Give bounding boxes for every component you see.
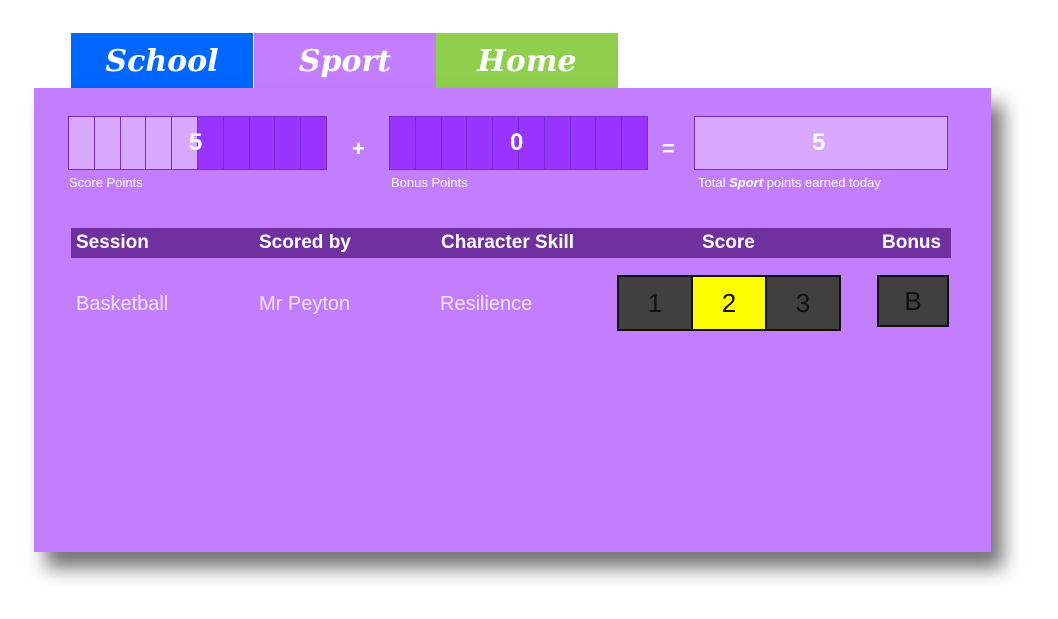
total-caption-suffix: points earned today — [763, 175, 881, 190]
score-points-cell — [197, 117, 224, 169]
bonus-points-cell — [493, 117, 519, 169]
table-header: Session Scored by Character Skill Score … — [71, 228, 951, 258]
plus-sign: + — [352, 136, 365, 161]
row-session: Basketball — [76, 293, 169, 315]
bonus-points-cell — [544, 117, 571, 169]
header-bonus: Bonus — [882, 232, 942, 253]
bonus-points-cell — [441, 117, 468, 169]
score-points-cell — [223, 117, 250, 169]
bonus-points-cell — [467, 117, 494, 169]
bonus-points-cell — [390, 117, 416, 169]
bonus-points-cell — [622, 117, 647, 169]
score-points-cell — [275, 117, 302, 169]
equals-sign: = — [662, 136, 675, 161]
score-points-bar: 5 — [68, 116, 327, 170]
score-points-cell — [146, 117, 173, 169]
header-scored-by: Scored by — [259, 232, 351, 253]
score-button-3[interactable]: 3 — [767, 277, 839, 329]
score-points-cell — [249, 117, 276, 169]
bonus-points-bar: 0 — [389, 116, 648, 170]
total-caption-emphasis: Sport — [729, 175, 764, 190]
row-scored-by: Mr Peyton — [259, 293, 351, 315]
bonus-cells — [390, 117, 647, 169]
tab-home[interactable]: Home — [436, 33, 618, 89]
header-character-skill: Character Skill — [441, 232, 575, 253]
score-cells — [69, 117, 326, 169]
score-selector: 1 2 3 — [617, 275, 841, 331]
bonus-points-cell — [570, 117, 597, 169]
row-character-skill: Resilience — [440, 293, 533, 315]
header-session: Session — [76, 232, 149, 253]
score-points-cell — [94, 117, 121, 169]
bonus-points-value: 0 — [510, 129, 524, 156]
total-caption-prefix: Total — [698, 175, 730, 190]
total-points-caption: Total Sport points earned today — [698, 175, 881, 190]
total-points-box: 5 — [694, 116, 948, 170]
score-points-value: 5 — [189, 129, 203, 156]
bonus-button[interactable]: B — [877, 275, 949, 327]
score-button-2[interactable]: 2 — [693, 277, 767, 329]
bonus-points-cell — [596, 117, 623, 169]
tab-school[interactable]: School — [71, 33, 253, 89]
score-points-cell — [69, 117, 95, 169]
header-score: Score — [702, 232, 755, 253]
score-points-cell — [120, 117, 147, 169]
total-points-value: 5 — [812, 129, 826, 156]
score-button-1[interactable]: 1 — [619, 277, 693, 329]
sport-panel: 5 + 0 = 5 Score Points Bonus Points Tota… — [34, 88, 991, 552]
score-points-cell — [301, 117, 326, 169]
bonus-points-cell — [415, 117, 442, 169]
bonus-points-caption: Bonus Points — [391, 175, 468, 190]
tab-sport[interactable]: Sport — [254, 33, 436, 89]
bonus-points-cell — [518, 117, 545, 169]
score-points-cell — [172, 117, 198, 169]
score-points-caption: Score Points — [69, 175, 143, 190]
